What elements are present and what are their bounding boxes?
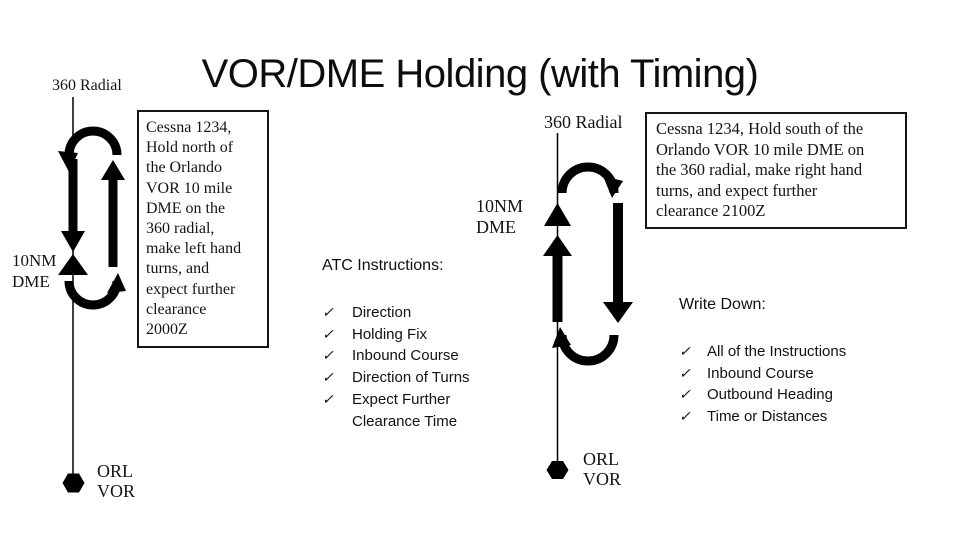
holding-pattern-right-turns-icon: [543, 133, 633, 479]
check-icon: ✓: [679, 343, 691, 359]
check-icon: ✓: [679, 364, 691, 381]
right-radial-label: 360 Radial: [544, 112, 623, 132]
check-icon: ✓: [322, 369, 334, 386]
checklist-item-label: Time or Distances: [707, 407, 828, 425]
write-down-heading: Write Down:: [679, 296, 766, 313]
slide-title: VOR/DME Holding (with Timing): [201, 52, 759, 96]
checklist-item-label: Direction: [352, 304, 412, 321]
right-clearance-textbox: Cessna 1234, Hold south of the Orlando V…: [645, 112, 907, 229]
checklist-item: ✓ Expect Further Clearance Time: [322, 389, 500, 432]
left-clearance-textbox: Cessna 1234, Hold north of the Orlando V…: [137, 110, 269, 349]
checklist-item: ✓ Inbound Course: [679, 363, 909, 385]
atc-instructions-block: ATC Instructions: ✓ Direction ✓ Holding …: [322, 256, 500, 432]
left-vor-label: ORL VOR: [97, 461, 136, 501]
checklist-item-label: Outbound Heading: [707, 386, 833, 403]
checklist-item-label: All of the Instructions: [707, 343, 847, 360]
checklist-item-label: Inbound Course: [352, 347, 459, 365]
checklist-item-label: Holding Fix: [352, 325, 428, 343]
right-vor-label: ORL VOR: [583, 449, 622, 489]
checklist-item-label: Direction of Turns: [352, 369, 470, 387]
checklist-item: ✓ Inbound Course: [322, 345, 500, 367]
checklist-item-label: Expect Further Clearance Time: [352, 390, 458, 430]
check-icon: ✓: [322, 347, 334, 364]
right-dme-fix-label: 10NM DME: [476, 196, 524, 237]
atc-instructions-list: ✓ Direction ✓ Holding Fix ✓ Inbound Cour…: [322, 302, 500, 432]
checklist-item: ✓ All of the Instructions: [679, 341, 909, 363]
checklist-item: ✓ Time or Distances: [679, 406, 909, 428]
left-radial-label: 360 Radial: [52, 77, 122, 94]
atc-instructions-heading: ATC Instructions:: [322, 257, 444, 274]
checklist-item: ✓ Holding Fix: [322, 324, 500, 346]
checklist-item: ✓ Outbound Heading: [679, 384, 909, 406]
check-icon: ✓: [322, 304, 334, 320]
check-icon: ✓: [322, 390, 334, 407]
checklist-item: ✓ Direction of Turns: [322, 367, 500, 389]
checklist-item-label: Inbound Course: [707, 364, 814, 382]
write-down-block: Write Down: ✓ All of the Instructions ✓ …: [679, 295, 909, 427]
checklist-item: ✓ Direction: [322, 302, 500, 324]
write-down-list: ✓ All of the Instructions ✓ Inbound Cour…: [679, 341, 909, 427]
check-icon: ✓: [679, 407, 691, 424]
left-dme-fix-label: 10NM DME: [12, 251, 57, 291]
check-icon: ✓: [322, 325, 334, 342]
check-icon: ✓: [679, 386, 691, 402]
holding-pattern-left-turns-icon: [58, 97, 126, 493]
